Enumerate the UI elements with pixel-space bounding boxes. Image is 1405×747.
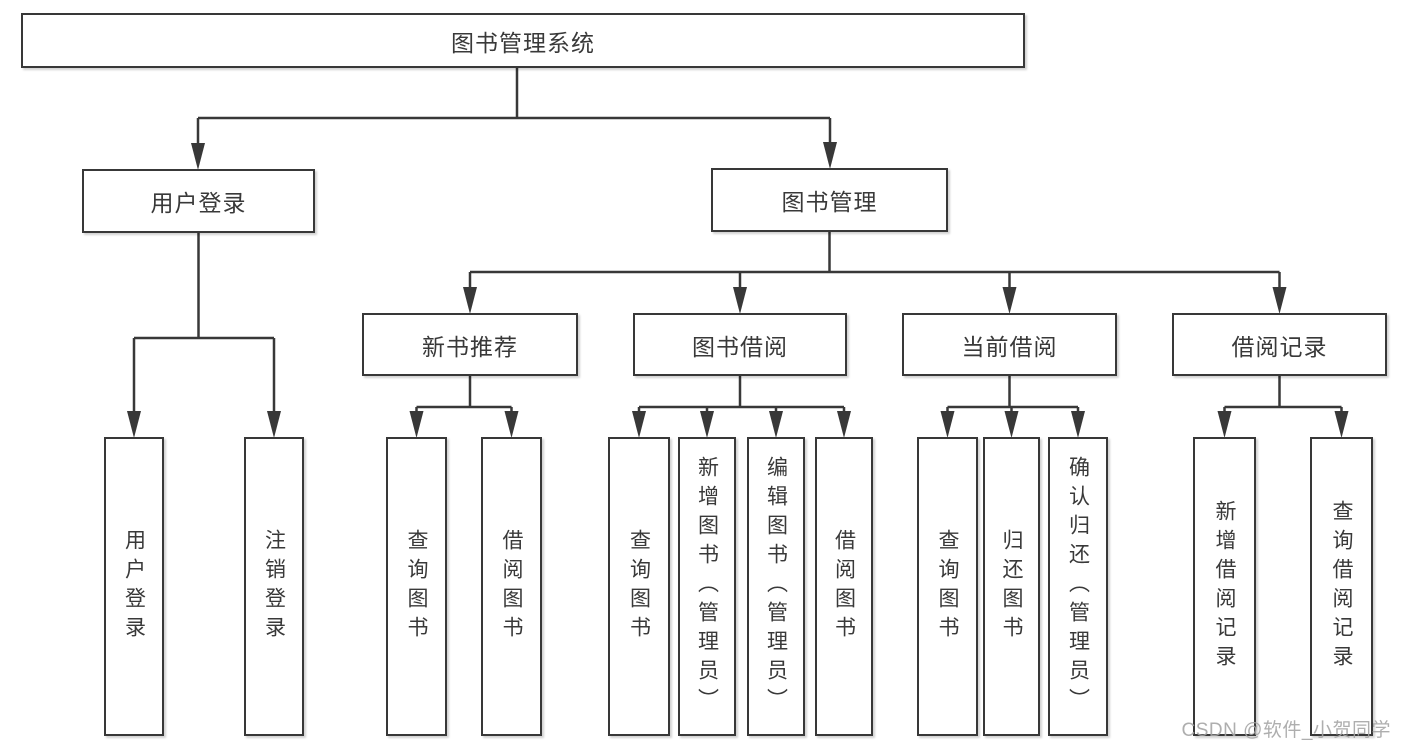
leaf-current-query-books: 查询图书 bbox=[917, 437, 978, 736]
node-root: 图书管理系统 bbox=[21, 13, 1025, 68]
leaf-current-confirm-return-admin-label: 确认归还（管理员） bbox=[1066, 456, 1090, 717]
node-current-borrowing-label: 当前借阅 bbox=[961, 333, 1058, 360]
leaf-borrow-add-books-admin: 新增图书（管理员） bbox=[678, 437, 736, 736]
leaf-newrec-query-books-label: 查询图书 bbox=[405, 528, 428, 645]
leaf-logout: 注销登录 bbox=[244, 437, 304, 736]
leaf-current-return-books: 归还图书 bbox=[983, 437, 1040, 736]
node-book-borrowing: 图书借阅 bbox=[633, 313, 847, 376]
leaf-records-add-record: 新增借阅记录 bbox=[1193, 437, 1256, 736]
node-book-management-label: 图书管理 bbox=[781, 189, 878, 215]
leaf-user-login: 用户登录 bbox=[104, 437, 164, 736]
node-user-login: 用户登录 bbox=[82, 169, 315, 233]
leaf-borrow-borrow-books-label: 借阅图书 bbox=[832, 528, 856, 645]
leaf-current-query-books-label: 查询图书 bbox=[936, 528, 959, 645]
leaf-user-login-label: 用户登录 bbox=[122, 528, 146, 645]
leaf-newrec-query-books: 查询图书 bbox=[386, 437, 447, 736]
leaf-borrow-edit-books-admin-label: 编辑图书（管理员） bbox=[764, 456, 788, 717]
leaf-records-query-record: 查询借阅记录 bbox=[1310, 437, 1373, 736]
node-root-label: 图书管理系统 bbox=[451, 29, 595, 56]
leaf-borrow-query-books-label: 查询图书 bbox=[627, 528, 651, 645]
node-current-borrowing: 当前借阅 bbox=[902, 313, 1117, 376]
leaf-borrow-edit-books-admin: 编辑图书（管理员） bbox=[747, 437, 805, 736]
watermark-text: CSDN @软件_小贺同学 bbox=[1181, 720, 1391, 741]
node-new-book-recommend-label: 新书推荐 bbox=[422, 333, 518, 360]
node-book-borrowing-label: 图书借阅 bbox=[692, 333, 788, 360]
arrowheads bbox=[127, 142, 1349, 438]
node-book-management: 图书管理 bbox=[711, 168, 948, 232]
node-user-login-label: 用户登录 bbox=[150, 190, 247, 216]
leaf-current-return-books-label: 归还图书 bbox=[1000, 528, 1023, 645]
node-borrowing-records-label: 借阅记录 bbox=[1231, 333, 1328, 360]
leaf-records-query-record-label: 查询借阅记录 bbox=[1330, 499, 1353, 674]
leaf-newrec-borrow-books: 借阅图书 bbox=[481, 437, 542, 736]
leaf-newrec-borrow-books-label: 借阅图书 bbox=[500, 528, 523, 645]
leaf-borrow-borrow-books: 借阅图书 bbox=[815, 437, 873, 736]
leaf-logout-label: 注销登录 bbox=[262, 528, 286, 645]
node-borrowing-records: 借阅记录 bbox=[1172, 313, 1387, 376]
node-new-book-recommend: 新书推荐 bbox=[362, 313, 578, 376]
leaf-borrow-query-books: 查询图书 bbox=[608, 437, 670, 736]
leaf-current-confirm-return-admin: 确认归还（管理员） bbox=[1048, 437, 1108, 736]
leaf-records-add-record-label: 新增借阅记录 bbox=[1213, 499, 1236, 674]
leaf-borrow-add-books-admin-label: 新增图书（管理员） bbox=[695, 456, 719, 717]
